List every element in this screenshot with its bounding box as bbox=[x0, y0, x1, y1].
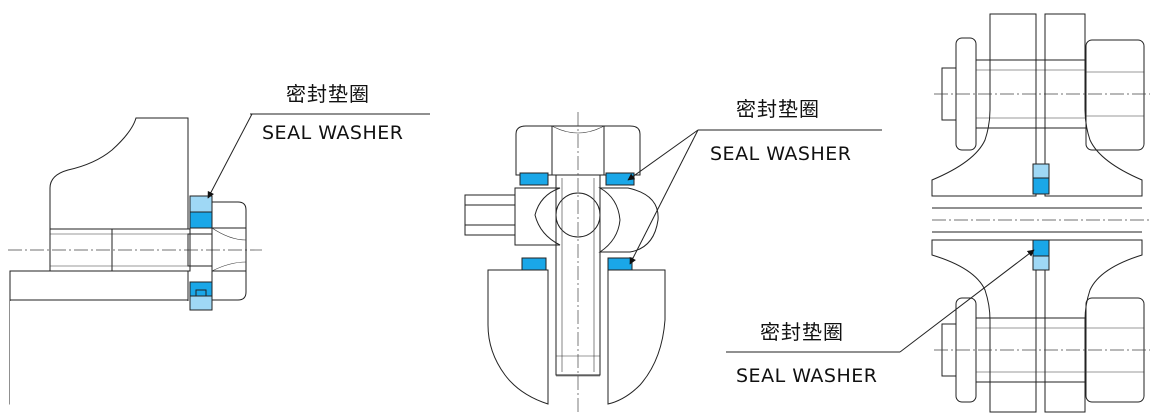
label-right-cn: 密封垫圈 bbox=[760, 320, 844, 344]
left-washer-lower bbox=[189, 281, 213, 311]
left-nut bbox=[211, 201, 247, 301]
left-assembly bbox=[8, 117, 262, 405]
right-upper-flange-right bbox=[1044, 13, 1143, 197]
left-lower-body bbox=[9, 270, 189, 301]
right-assembly bbox=[931, 13, 1150, 413]
right-lower-bolt bbox=[934, 297, 1150, 403]
leader-left bbox=[207, 113, 253, 199]
label-middle-en: SEAL WASHER bbox=[710, 143, 852, 165]
leader-middle-2 bbox=[629, 129, 699, 265]
middle-assembly bbox=[464, 112, 666, 412]
label-group-right: 密封垫圈 SEAL WASHER bbox=[726, 249, 1035, 387]
left-upper-body bbox=[49, 117, 189, 230]
label-group-middle: 密封垫圈 SEAL WASHER bbox=[627, 97, 882, 265]
label-middle-cn: 密封垫圈 bbox=[736, 97, 820, 121]
left-washer-upper bbox=[189, 195, 213, 229]
label-right-en: SEAL WASHER bbox=[736, 365, 878, 387]
right-lower-flange-left bbox=[931, 239, 1037, 413]
leader-middle-1 bbox=[627, 129, 699, 181]
label-group-left: 密封垫圈 SEAL WASHER bbox=[207, 82, 430, 199]
middle-banjo-left bbox=[514, 187, 561, 246]
middle-pipe bbox=[464, 194, 516, 236]
right-upper-bolt bbox=[934, 37, 1150, 151]
right-lower-flange-right bbox=[1044, 239, 1143, 413]
label-left-en: SEAL WASHER bbox=[262, 122, 404, 144]
middle-lower-body bbox=[487, 269, 549, 405]
leader-right bbox=[899, 249, 1035, 353]
middle-banjo-right bbox=[598, 187, 659, 253]
middle-lower-body-right bbox=[607, 269, 666, 405]
right-upper-flange-left bbox=[931, 13, 1037, 197]
label-left-cn: 密封垫圈 bbox=[286, 82, 370, 106]
middle-hex-head bbox=[515, 125, 641, 176]
